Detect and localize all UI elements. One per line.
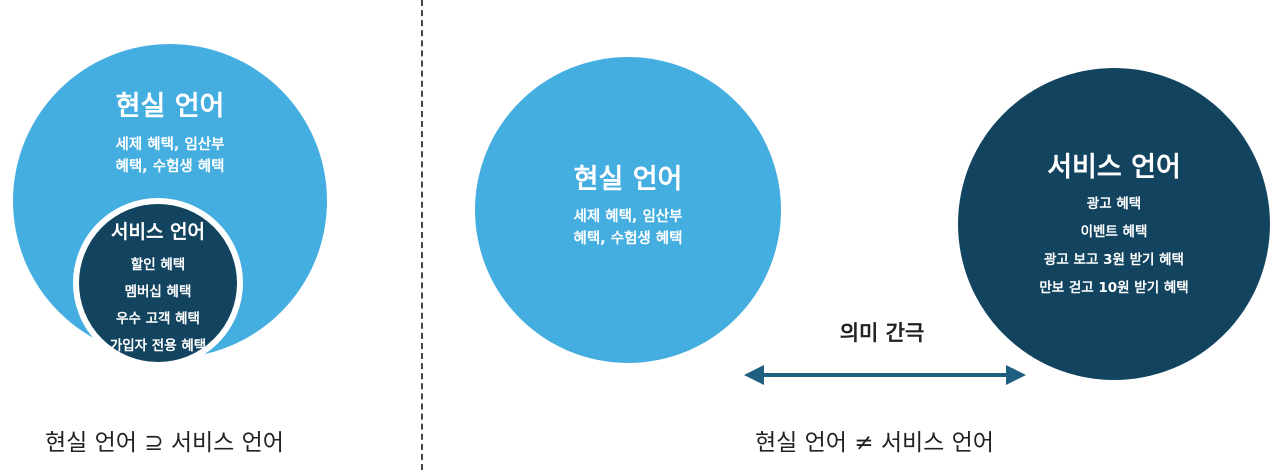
service-item: 만보 걷고 10원 받기 혜택 [1039,280,1189,296]
service-language-title: 서비스 언어 [1047,152,1181,183]
semantic-gap-label: 의미 간극 [839,321,925,345]
real-language-subtext-line2: 혜택, 수험생 혜택 [573,231,683,247]
outer-circle-subtext-line2: 혜택, 수험생 혜택 [115,159,225,175]
left-caption: 현실 언어 ⊇ 서비스 언어 [45,430,284,456]
service-item: 광고 보고 3원 받기 혜택 [1044,252,1184,268]
inner-item: 우수 고객 혜택 [116,311,200,327]
inner-item: 할인 혜택 [130,257,186,273]
outer-circle-title: 현실 언어 [115,91,225,122]
real-language-subtext-line1: 세제 혜택, 임산부 [573,209,683,225]
real-language-title: 현실 언어 [573,164,683,195]
service-language-inner-circle [73,198,243,368]
service-item: 이벤트 혜택 [1080,224,1148,240]
inner-item: 멤버십 혜택 [124,284,192,300]
double-headed-arrow-icon [744,365,1026,385]
real-language-circle [475,57,781,363]
inner-item: 가입자 전용 혜택 [109,338,207,354]
right-caption: 현실 언어 ≠ 서비스 언어 [755,430,994,456]
dashed-divider [421,0,423,470]
service-item: 광고 혜택 [1086,196,1142,212]
inner-circle-title: 서비스 언어 [110,221,205,243]
outer-circle-subtext-line1: 세제 혜택, 임산부 [115,137,225,153]
service-language-circle [958,68,1270,380]
